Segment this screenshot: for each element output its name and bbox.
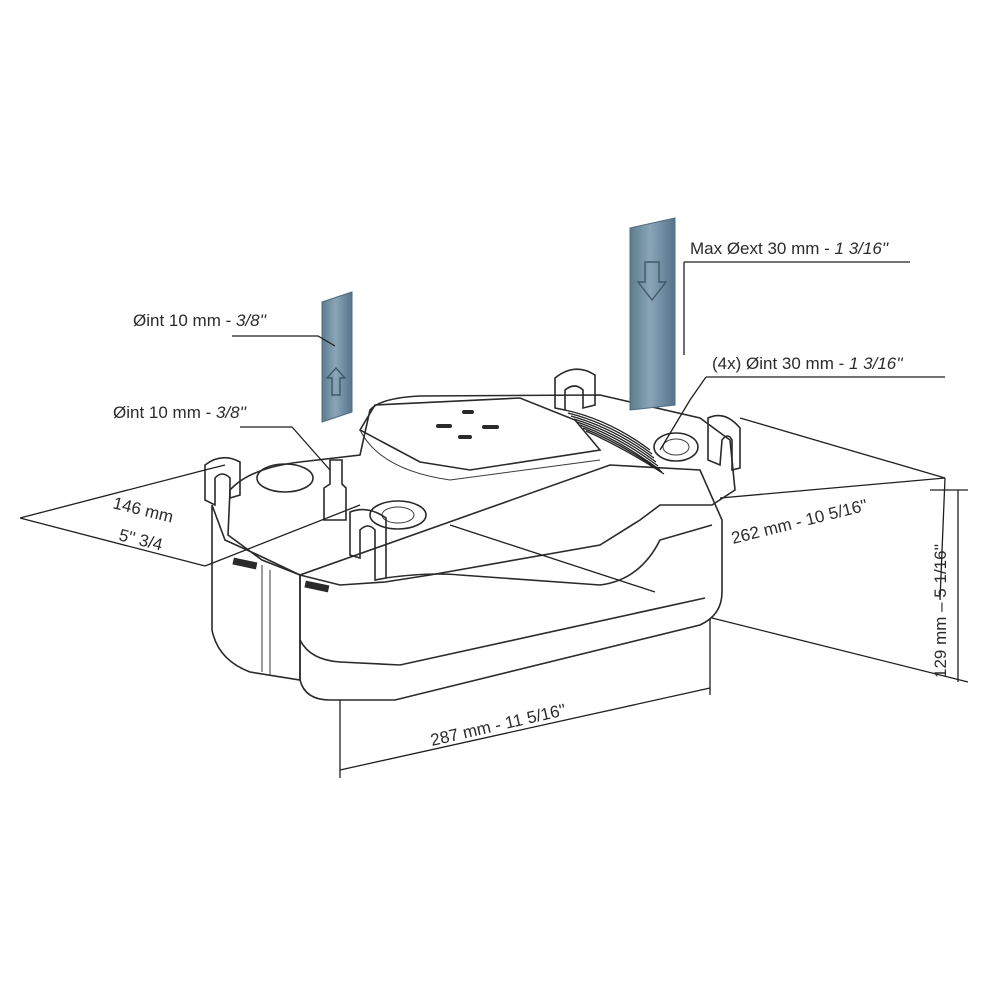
front-badge-left (232, 557, 258, 570)
lid-cross-marks (436, 410, 499, 439)
pump-center-lid-side (359, 429, 601, 481)
pump-front-box (299, 464, 723, 701)
label-depth-in: 5'' 3/4 (117, 525, 165, 554)
pump-front-band (299, 597, 706, 666)
mounting-clip-right (707, 414, 741, 472)
pump-left-opening (256, 463, 314, 493)
pump-center-lid (358, 397, 602, 471)
label-inlet-4x: (4x) Øint 30 mm - 1 3/16'' (712, 354, 903, 373)
cable-bundle (564, 409, 665, 475)
dimension-height (711, 489, 969, 683)
dimension-length (339, 618, 711, 778)
pump-left-housing (211, 504, 301, 681)
label-height: 129 mm – 5 1/16'' (931, 544, 950, 678)
front-badge-right (304, 580, 330, 593)
label-outlet-max: Max Øext 30 mm - 1 3/16'' (690, 239, 889, 258)
arrow-down-icon (636, 261, 668, 302)
pump-top-deck (227, 394, 736, 586)
label-length: 287 mm - 11 5/16'' (429, 700, 568, 750)
label-depth-mm: 146 mm (111, 493, 175, 526)
label-inlet-left-top: Øint 10 mm - 3/8'' (133, 311, 267, 330)
label-width-diagonal: 262 mm - 10 5/16'' (729, 496, 869, 548)
mounting-clip-left (204, 456, 241, 507)
pump-front-trim (384, 524, 713, 586)
mounting-clip-front (349, 508, 387, 581)
leader-lines (232, 261, 945, 471)
pump-right-opening (653, 432, 699, 462)
pump-body (204, 368, 741, 701)
pump-front-left-opening (369, 500, 427, 530)
label-inlet-left-bottom: Øint 10 mm - 3/8'' (113, 403, 247, 422)
pipe-left (321, 291, 353, 423)
arrow-up-icon (325, 366, 347, 396)
dimension-depth (19, 464, 361, 567)
mounting-clip-top (554, 368, 596, 411)
dimension-width-diagonal (449, 417, 946, 601)
pipe-right (629, 217, 676, 411)
inlet-nozzle (323, 459, 347, 521)
